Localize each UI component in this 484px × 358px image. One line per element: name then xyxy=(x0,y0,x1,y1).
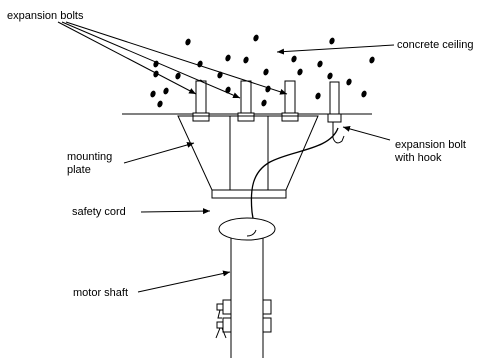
label-expansion-bolt-hook-line1: expansion bolt xyxy=(395,139,466,151)
expansion-bolt xyxy=(192,80,210,122)
safety-cord xyxy=(250,127,339,237)
mounting-plate xyxy=(177,115,319,199)
label-concrete-ceiling: concrete ceiling xyxy=(397,39,473,51)
motor-shaft xyxy=(218,217,276,358)
label-expansion-bolt-hook-line2: with hook xyxy=(394,152,442,164)
label-expansion-bolts: expansion bolts xyxy=(7,10,84,22)
expansion-bolt xyxy=(281,80,299,122)
leader-lines xyxy=(57,21,395,293)
shaft-fittings xyxy=(215,299,272,339)
expansion-bolt xyxy=(237,80,255,122)
label-mounting-plate-line1: mounting xyxy=(67,151,112,163)
expansion-bolt-with-hook xyxy=(327,81,345,144)
label-mounting-plate-line2: plate xyxy=(67,164,91,176)
label-motor-shaft: motor shaft xyxy=(73,287,128,299)
concrete-aggregate xyxy=(150,34,375,108)
label-safety-cord: safety cord xyxy=(72,206,126,218)
